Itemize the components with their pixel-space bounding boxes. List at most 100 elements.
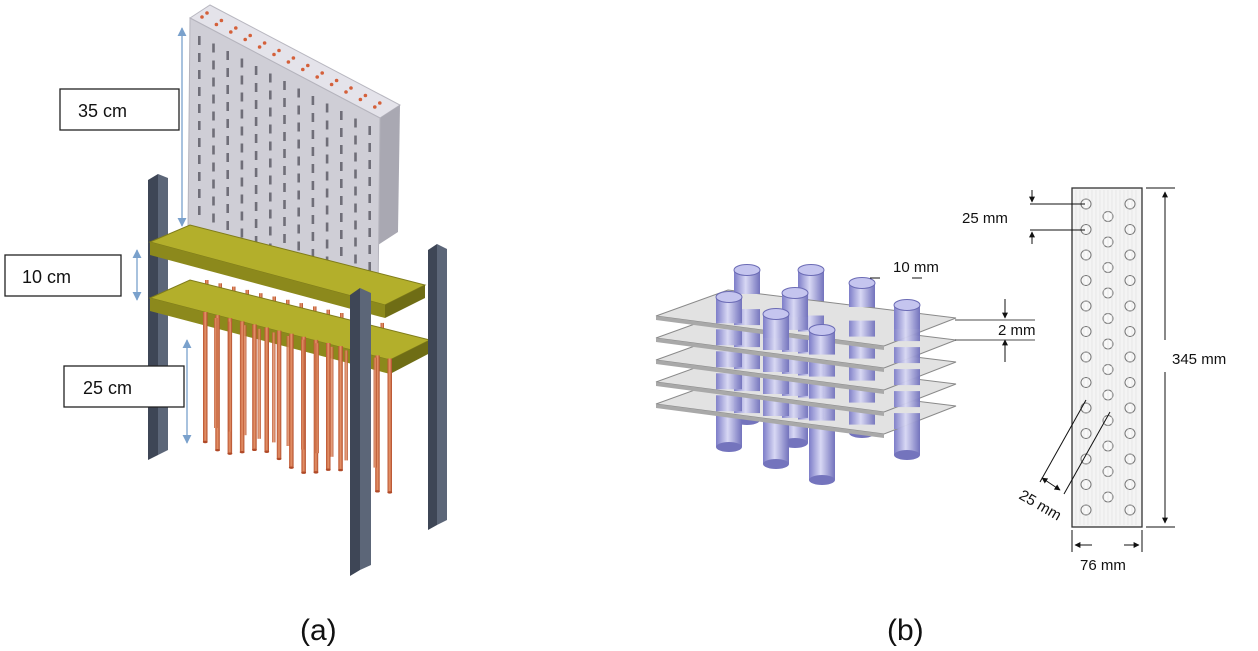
dim-76mm: 76 mm (1071, 530, 1143, 574)
plate-slot (325, 188, 329, 198)
plate-slot (283, 98, 286, 107)
plate-slot (212, 111, 215, 121)
plate-slot (297, 207, 300, 217)
plate-slot (283, 149, 286, 158)
copper-fin-long (252, 324, 257, 450)
plate-slot (198, 155, 201, 164)
plate-top-hole (315, 75, 320, 79)
plate-top-hole (378, 101, 382, 105)
plate-slot (297, 224, 300, 234)
copper-fin-tip (239, 450, 245, 454)
tall-plate (1071, 187, 1143, 528)
pin-column-base (809, 475, 835, 485)
plate-slot (368, 160, 371, 169)
plate-slot (198, 121, 201, 130)
pin-segment (716, 351, 742, 368)
plate-slot (269, 209, 272, 219)
tall-plate-hole (1080, 249, 1092, 261)
copper-fin-back (214, 318, 218, 428)
plate-slot (226, 119, 229, 128)
plate-slot (212, 128, 215, 138)
pin-segment (894, 413, 920, 430)
plate-slot (340, 230, 343, 239)
plate-slot (269, 124, 272, 134)
plate-slot (240, 143, 244, 153)
copper-fin-long (203, 312, 208, 442)
plate-slot (340, 145, 343, 154)
copper-fin-long (239, 321, 245, 453)
plate-slot (212, 179, 215, 189)
tall-plate-hole (1080, 428, 1092, 439)
plate-slot (340, 162, 343, 171)
plate-slot (340, 247, 343, 256)
plate-slot (269, 192, 272, 202)
plate-slot (240, 160, 244, 170)
plate-slot (283, 234, 286, 243)
plate-slot (254, 185, 258, 194)
dim-label-10cm: 10 cm (22, 267, 71, 287)
copper-fin-long (289, 333, 294, 468)
copper-fin-back (330, 346, 334, 457)
copper-fin-tip (338, 468, 343, 472)
plate-slot (226, 68, 229, 77)
plate-slot (212, 145, 215, 155)
tall-plate-hole (1080, 402, 1092, 414)
plate-slot (283, 132, 286, 141)
plate-slot (198, 206, 201, 215)
plate-slot (368, 177, 371, 186)
plate-top-hole (200, 15, 204, 19)
plate-slot (240, 211, 244, 221)
plate-slot (226, 187, 229, 196)
plate-slot (283, 183, 286, 192)
tall-plate-hole (1124, 326, 1136, 337)
plate-slot (198, 138, 201, 147)
plate-slot (311, 113, 315, 122)
copper-fin-back (301, 339, 305, 450)
plate-slot (368, 126, 371, 135)
plate-slot (269, 107, 272, 117)
plate-slot (198, 104, 201, 113)
copper-fin-back (344, 350, 348, 461)
dim-label-2mm: 2 mm (998, 322, 1036, 339)
copper-fin-tip (227, 452, 233, 455)
plate-slot (269, 175, 272, 185)
pin-segment (763, 378, 789, 394)
plate-slot (240, 92, 244, 102)
panel-a-label: (a) (300, 614, 337, 647)
plate-top-hole (320, 71, 325, 75)
stack-plate-edge (656, 382, 884, 416)
copper-fin-tip (252, 448, 257, 452)
pin-column-base (894, 450, 920, 460)
plate-slot (198, 53, 201, 62)
plate-slot (240, 194, 244, 204)
dim-box-25cm: 25 cm (63, 365, 185, 408)
plate-slot (311, 147, 315, 156)
plate-slot (254, 83, 258, 92)
pin-segment (894, 325, 920, 342)
dim-label-25cm: 25 cm (83, 378, 132, 398)
tall-plate-hole (1124, 504, 1136, 516)
plate-slot (212, 213, 215, 223)
plate-slot (240, 58, 244, 68)
plate-slot (311, 96, 315, 105)
copper-fin-tip (288, 466, 294, 469)
dim-25mm-pitch: 25 mm (962, 190, 1085, 244)
plate-slot (311, 198, 315, 207)
plate-top-hole (363, 93, 368, 98)
plate-slot (212, 162, 215, 172)
plate-slot (198, 70, 201, 79)
plate-slot (297, 190, 300, 200)
plate-top-hole (243, 37, 247, 42)
pin-cap (715, 291, 743, 303)
plate-slot (226, 85, 229, 94)
plate-slot (354, 203, 357, 213)
tall-plate-hole (1124, 300, 1136, 312)
plate-slot (254, 219, 258, 228)
plate-slot (325, 171, 329, 181)
plate-top-hole (205, 11, 209, 15)
plate-slot (354, 135, 357, 145)
dim-label-25mm-pitch: 25 mm (962, 210, 1008, 227)
plate-slot (226, 136, 229, 145)
plate-slot (226, 221, 229, 230)
